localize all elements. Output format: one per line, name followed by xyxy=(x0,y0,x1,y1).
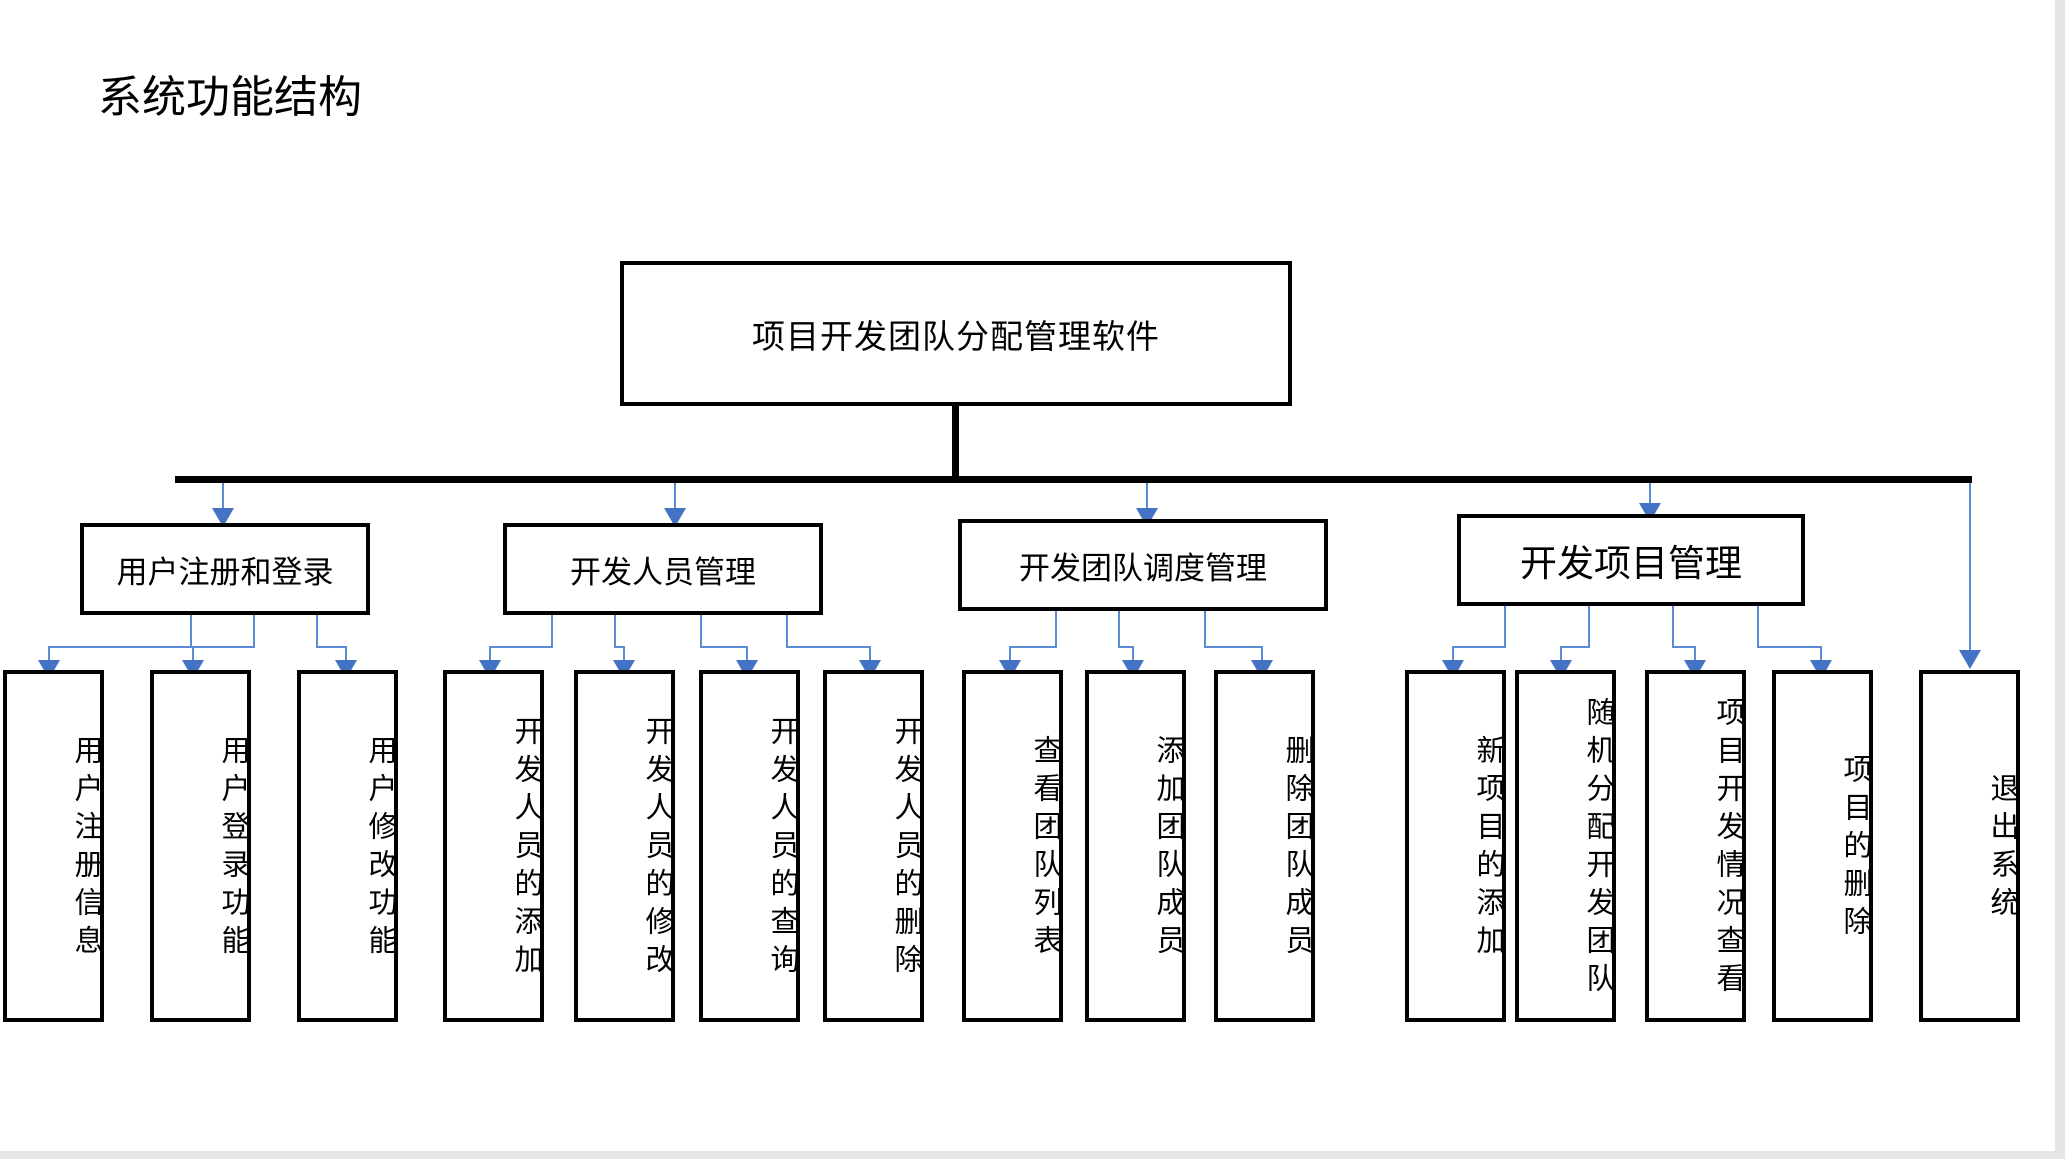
page-edge-right xyxy=(2055,0,2065,1159)
g2-c3-horiz xyxy=(700,646,748,648)
node-level2-team-schedule-mgmt[interactable]: 开发团队调度管理 xyxy=(958,519,1328,611)
g3-c2-horiz xyxy=(1118,646,1134,648)
node-level2-label: 开发团队调度管理 xyxy=(1019,550,1267,586)
g3-c3-vert-b xyxy=(1261,646,1263,666)
node-leaf-label: 开发人员的删除 xyxy=(890,716,922,982)
node-leaf-label: 随机分配开发团队 xyxy=(1582,697,1614,1001)
node-leaf-user-login[interactable]: 用户登录功能 xyxy=(150,670,251,1022)
g3-c1-vert-b xyxy=(1009,646,1011,666)
g4-c1-horiz xyxy=(1452,646,1506,648)
node-leaf-label: 开发人员的添加 xyxy=(510,716,542,982)
bus-arrow-2 xyxy=(664,508,686,527)
node-leaf-label: 用户修改功能 xyxy=(364,735,396,963)
node-leaf-team-member-delete[interactable]: 删除团队成员 xyxy=(1214,670,1315,1022)
node-level2-label: 用户注册和登录 xyxy=(116,554,334,590)
node-leaf-project-add[interactable]: 新项目的添加 xyxy=(1405,670,1506,1022)
g1-c3-vert-b xyxy=(345,646,347,666)
bus-drop-3 xyxy=(1146,483,1148,514)
bus-drop-exit xyxy=(1969,483,1971,655)
node-leaf-label: 新项目的添加 xyxy=(1472,735,1504,963)
node-root[interactable]: 项目开发团队分配管理软件 xyxy=(620,261,1292,406)
g1-c2-horiz xyxy=(192,646,255,648)
g2-c2-vert-a xyxy=(614,615,616,648)
node-leaf-label: 添加团队成员 xyxy=(1152,735,1184,963)
g2-c1-vert-b xyxy=(489,646,491,666)
page-edge-bottom xyxy=(0,1151,2065,1159)
node-leaf-label: 用户注册信息 xyxy=(70,735,102,963)
g4-c3-horiz xyxy=(1672,646,1696,648)
node-leaf-dev-query[interactable]: 开发人员的查询 xyxy=(699,670,800,1022)
node-level2-developer-mgmt[interactable]: 开发人员管理 xyxy=(503,523,823,615)
node-leaf-label: 项目开发情况查看 xyxy=(1712,697,1744,1001)
page-title: 系统功能结构 xyxy=(98,73,362,122)
g2-c4-horiz xyxy=(786,646,871,648)
g1-c1-horiz xyxy=(48,646,192,648)
node-leaf-label: 查看团队列表 xyxy=(1029,735,1061,963)
bus-drop-1 xyxy=(222,483,224,514)
g4-c4-horiz xyxy=(1757,646,1822,648)
node-leaf-dev-delete[interactable]: 开发人员的删除 xyxy=(823,670,924,1022)
g4-c1-vert-b xyxy=(1452,646,1454,666)
node-leaf-label: 删除团队成员 xyxy=(1281,735,1313,963)
root-stem xyxy=(952,406,959,482)
node-leaf-project-delete[interactable]: 项目的删除 xyxy=(1772,670,1873,1022)
g4-c2-horiz xyxy=(1560,646,1590,648)
root-bus-bar xyxy=(175,476,1972,483)
g2-c4-vert-b xyxy=(869,646,871,666)
g3-c2-vert-b xyxy=(1132,646,1134,666)
node-leaf-label: 退出系统 xyxy=(1986,773,2018,925)
g3-c3-vert-a xyxy=(1204,611,1206,648)
g2-c1-horiz xyxy=(489,646,553,648)
node-leaf-label: 开发人员的查询 xyxy=(766,716,798,982)
g1-c1-vert-a xyxy=(190,615,192,648)
bus-arrow-1 xyxy=(212,508,234,527)
g4-c4-vert-a xyxy=(1757,606,1759,648)
node-leaf-random-assign-team[interactable]: 随机分配开发团队 xyxy=(1515,670,1616,1022)
node-leaf-dev-modify[interactable]: 开发人员的修改 xyxy=(574,670,675,1022)
g2-c3-vert-a xyxy=(700,615,702,648)
node-level2-label: 开发项目管理 xyxy=(1520,543,1742,584)
node-root-label: 项目开发团队分配管理软件 xyxy=(752,319,1160,356)
node-leaf-project-progress-view[interactable]: 项目开发情况查看 xyxy=(1645,670,1746,1022)
g2-c2-horiz xyxy=(614,646,625,648)
node-leaf-user-register-info[interactable]: 用户注册信息 xyxy=(3,670,104,1022)
g4-c3-vert-a xyxy=(1672,606,1674,648)
bus-drop-4 xyxy=(1649,483,1651,509)
g1-c2-vert-a xyxy=(253,615,255,648)
g3-c1-vert-a xyxy=(1055,611,1057,648)
g1-c2-vert-b xyxy=(192,646,194,666)
node-leaf-label: 项目的删除 xyxy=(1839,754,1871,944)
node-leaf-dev-add[interactable]: 开发人员的添加 xyxy=(443,670,544,1022)
g3-c3-horiz xyxy=(1204,646,1263,648)
node-leaf-team-list[interactable]: 查看团队列表 xyxy=(962,670,1063,1022)
g4-c3-vert-b xyxy=(1694,646,1696,666)
g4-c2-vert-b xyxy=(1560,646,1562,666)
g4-c4-vert-b xyxy=(1820,646,1822,666)
node-level2-user-auth[interactable]: 用户注册和登录 xyxy=(80,523,370,615)
g2-c1-vert-a xyxy=(551,615,553,648)
bus-drop-2 xyxy=(674,483,676,514)
g2-c2-vert-b xyxy=(623,646,625,666)
g4-c2-vert-a xyxy=(1588,606,1590,648)
node-leaf-team-member-add[interactable]: 添加团队成员 xyxy=(1085,670,1186,1022)
node-level2-label: 开发人员管理 xyxy=(570,554,756,590)
g2-c3-vert-b xyxy=(746,646,748,666)
g4-c1-vert-a xyxy=(1504,606,1506,648)
node-leaf-user-modify[interactable]: 用户修改功能 xyxy=(297,670,398,1022)
node-leaf-label: 开发人员的修改 xyxy=(641,716,673,982)
g3-c1-horiz xyxy=(1009,646,1057,648)
node-leaf-exit-system[interactable]: 退出系统 xyxy=(1919,670,2020,1022)
node-level2-project-mgmt[interactable]: 开发项目管理 xyxy=(1457,514,1805,606)
g1-c3-horiz xyxy=(316,646,347,648)
g3-c2-vert-a xyxy=(1118,611,1120,648)
node-leaf-label: 用户登录功能 xyxy=(217,735,249,963)
g1-c1-vert-b xyxy=(48,646,50,666)
bus-arrow-exit xyxy=(1959,650,1981,669)
g1-c3-vert-a xyxy=(316,615,318,648)
g2-c4-vert-a xyxy=(786,615,788,648)
